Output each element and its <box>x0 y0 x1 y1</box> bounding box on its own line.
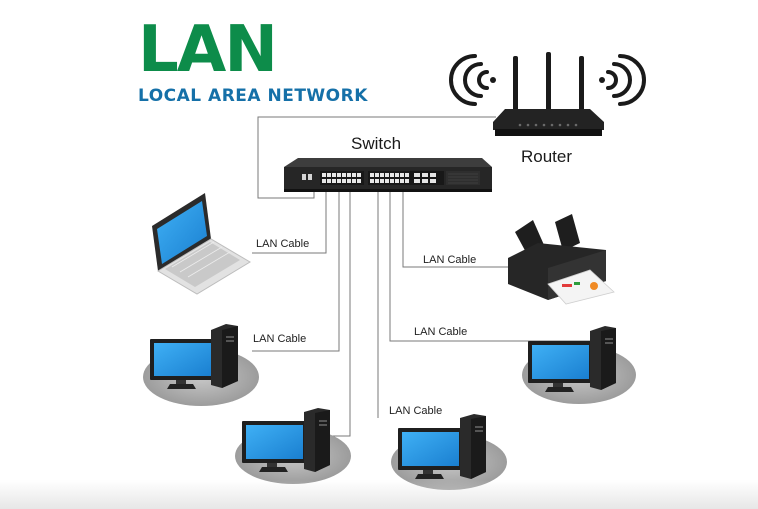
router-label: Router <box>521 147 573 166</box>
laptop-cable <box>252 190 327 254</box>
desktop-right <box>522 326 636 404</box>
wifi-dot-right <box>599 77 605 83</box>
desktop-bottom-cable <box>300 190 351 437</box>
desktop-left-cable <box>252 190 340 352</box>
router-antenna <box>513 56 518 116</box>
printer-cable <box>402 190 515 268</box>
laptop-cable-label: LAN Cable <box>256 238 310 250</box>
desktop-left-cable-label: LAN Cable <box>253 333 307 345</box>
router-antenna <box>579 56 584 116</box>
laptop-device <box>152 193 251 295</box>
printer-cable-label: LAN Cable <box>423 254 477 266</box>
router-cable <box>257 116 496 199</box>
desktop-left <box>143 324 259 406</box>
switch-label: Switch <box>351 134 402 153</box>
desktop-right-cable-label: LAN Cable <box>414 326 468 338</box>
wifi-icon-left <box>449 54 489 106</box>
title-subtitle: LOCAL AREA NETWORK <box>138 86 368 106</box>
router-device <box>449 52 646 136</box>
title-main: LAN <box>138 13 278 87</box>
wifi-dot-left <box>490 77 496 83</box>
desktop-bottom-right <box>391 414 507 490</box>
printer-device <box>508 214 615 305</box>
wifi-icon-right <box>606 54 646 106</box>
switch-device <box>284 158 492 192</box>
desktop-bottom-left <box>235 408 351 484</box>
router-antenna <box>546 52 551 114</box>
desktop-bottom-cable-label: LAN Cable <box>389 405 443 417</box>
